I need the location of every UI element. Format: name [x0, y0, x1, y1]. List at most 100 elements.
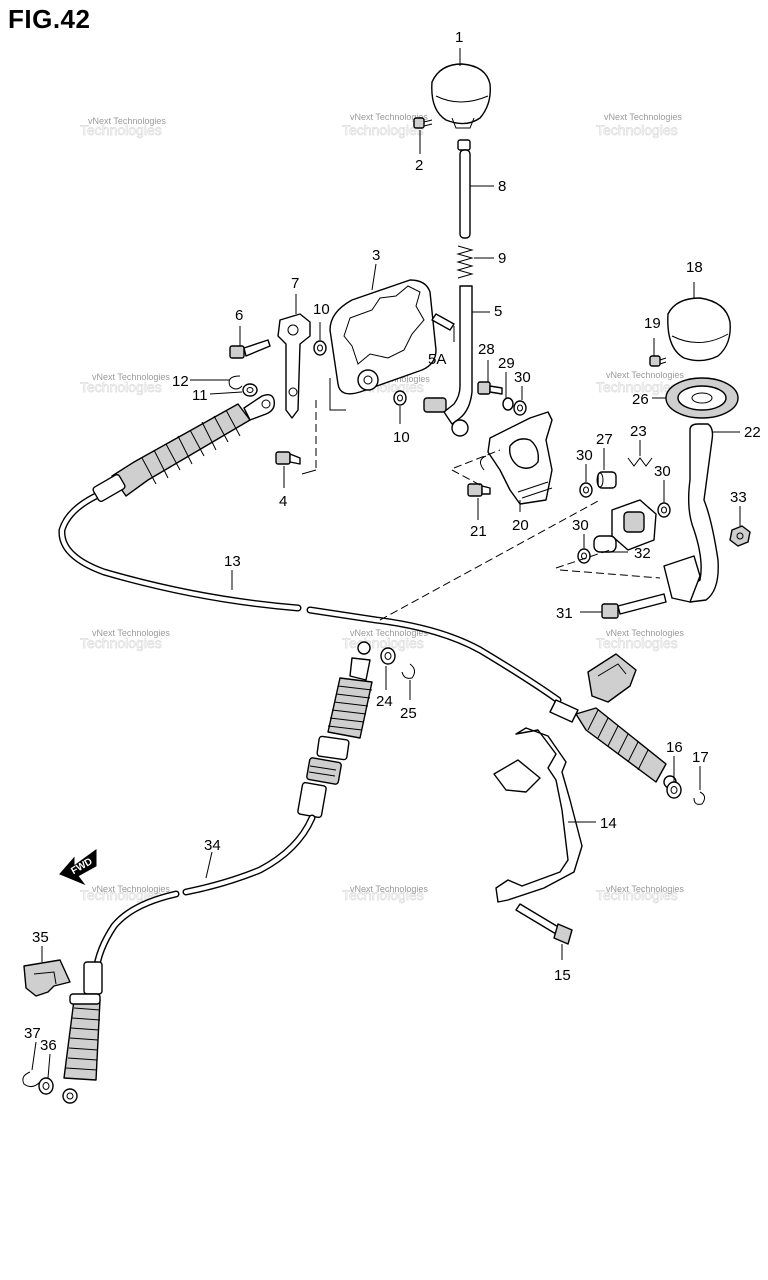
- callout-8: 8: [498, 178, 506, 195]
- part-17-clip: [693, 791, 706, 805]
- part-14-bracket: [493, 727, 583, 903]
- svg-text:Technologies: Technologies: [596, 635, 678, 651]
- callout-2: 2: [415, 157, 423, 174]
- watermark-text: vNext Technologies: [350, 884, 428, 894]
- callout-33: 33: [730, 489, 747, 506]
- part-1-shift-knob: [431, 63, 491, 129]
- part-34-cable: [62, 641, 373, 1104]
- callout-5: 5: [494, 303, 502, 320]
- part-21-bolt: [467, 483, 491, 497]
- callout-13: 13: [224, 553, 241, 570]
- part-13-cable: [58, 393, 677, 789]
- leader-lines: [31, 48, 741, 1079]
- retaining-plate: [587, 653, 637, 703]
- watermark-text: vNext Technologies: [606, 370, 684, 380]
- part-9-spring: [456, 245, 474, 279]
- callout-30: 30: [654, 463, 671, 480]
- part-28-bolt: [477, 381, 503, 395]
- callout-10: 10: [313, 301, 330, 318]
- callout-30: 30: [514, 369, 531, 386]
- svg-text:Technologies: Technologies: [80, 635, 162, 651]
- callout-24: 24: [376, 693, 393, 710]
- part-30-washer: [513, 400, 527, 416]
- part-33-nut: [729, 525, 751, 547]
- callout-15: 15: [554, 967, 571, 984]
- callout-28: 28: [478, 341, 495, 358]
- callout-18: 18: [686, 259, 703, 276]
- part-7-bracket: [277, 313, 311, 419]
- part-30-washer: [579, 482, 593, 498]
- watermark-text: vNext Technologies: [606, 628, 684, 638]
- part-27-bushing: [596, 471, 617, 489]
- watermark-text: vNext Technologies: [350, 112, 428, 122]
- watermark-text: vNext Technologies: [606, 884, 684, 894]
- svg-text:Technologies: Technologies: [80, 122, 162, 138]
- svg-text:Technologies: Technologies: [596, 122, 678, 138]
- watermark-text: vNext Technologies: [350, 628, 428, 638]
- watermark-text: vNext Technologies: [92, 372, 170, 382]
- callout-12: 12: [172, 373, 189, 390]
- watermark-text: vNext Technologies: [88, 116, 166, 126]
- callout-1: 1: [455, 29, 463, 46]
- callout-7: 7: [291, 275, 299, 292]
- part-37-clip: [22, 1071, 41, 1088]
- part-5-shift-lever: [423, 285, 473, 437]
- watermark-text: vNext Technologies: [92, 884, 170, 894]
- part-5A-pin: [431, 313, 455, 331]
- svg-text:Technologies: Technologies: [342, 122, 424, 138]
- part-20-bracket: [480, 411, 553, 505]
- part-29-washer: [502, 397, 514, 411]
- svg-text:Technologies: Technologies: [596, 379, 678, 395]
- part-25-clip: [401, 663, 416, 679]
- part-23-spring: [627, 457, 653, 467]
- callout-labels: 1 2 3 4 5 5A 6 7 8 9 10 10 11 12 13 14 1…: [24, 29, 761, 1054]
- part-10-washer: [313, 340, 327, 356]
- callout-30: 30: [576, 447, 593, 464]
- callout-37: 37: [24, 1025, 41, 1042]
- part-24-washer: [380, 647, 396, 665]
- fwd-direction-arrow: FWD: [59, 849, 97, 886]
- part-15-bolt: [515, 903, 573, 945]
- watermark-text: vNext Technologies: [604, 112, 682, 122]
- callout-29: 29: [498, 355, 515, 372]
- part-2-set-screw: [413, 117, 433, 129]
- part-30-washer: [657, 502, 671, 518]
- callout-32: 32: [634, 545, 651, 562]
- callout-3: 3: [372, 247, 380, 264]
- callout-31: 31: [556, 605, 573, 622]
- part-10-washer: [393, 390, 407, 406]
- callout-26: 26: [632, 391, 649, 408]
- callout-6: 6: [235, 307, 243, 324]
- callout-4: 4: [279, 493, 287, 510]
- part-8-shift-rod: [457, 139, 471, 239]
- callout-14: 14: [600, 815, 617, 832]
- part-4-bolt: [275, 451, 301, 465]
- figure-title: FIG.42: [8, 4, 91, 34]
- callout-34: 34: [204, 837, 221, 854]
- part-12-clip: [228, 375, 243, 390]
- part-31-bolt: [601, 593, 667, 619]
- callout-30: 30: [572, 517, 589, 534]
- callout-19: 19: [644, 315, 661, 332]
- svg-text:Technologies: Technologies: [80, 887, 162, 903]
- callout-22: 22: [744, 424, 761, 441]
- svg-text:Technologies: Technologies: [80, 379, 162, 395]
- callout-20: 20: [512, 517, 529, 534]
- part-11-washer: [242, 383, 258, 397]
- callout-11: 11: [192, 387, 208, 404]
- callout-23: 23: [630, 423, 647, 440]
- part-35-clip: [23, 959, 71, 997]
- part-6-bolt: [229, 339, 271, 359]
